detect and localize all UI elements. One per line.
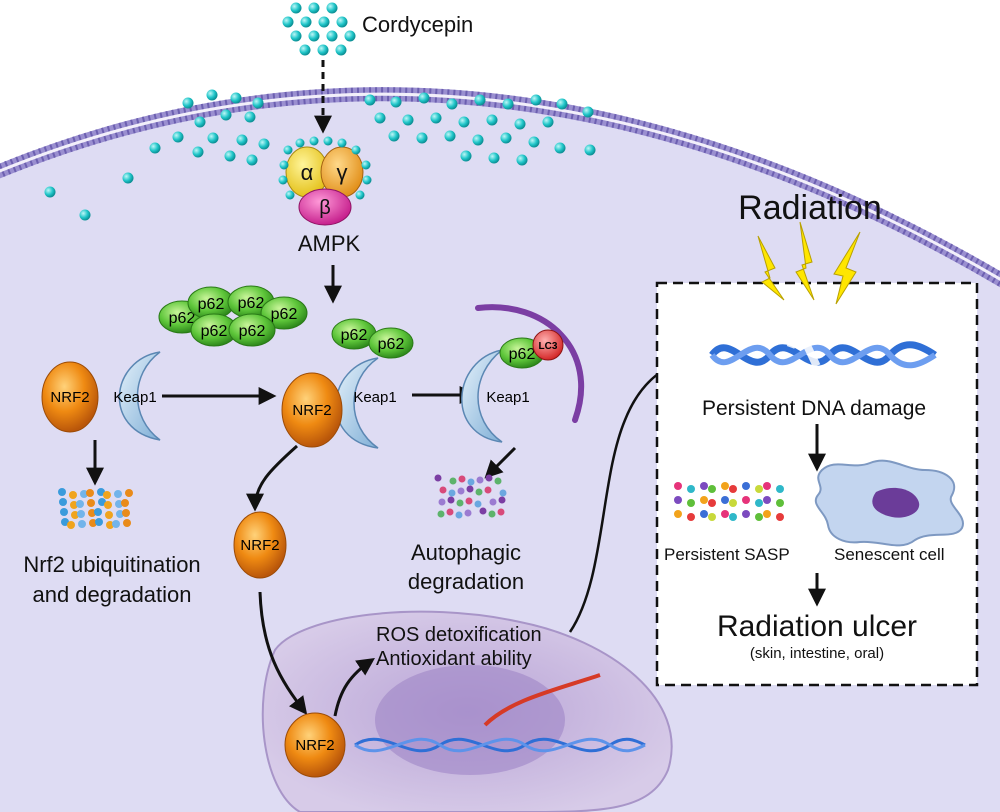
autophagic-fragments: [434, 474, 507, 519]
nrf2-to-nucleus-arrow: [258, 591, 308, 715]
ampk-label: AMPK: [297, 231, 361, 256]
svg-text:p62: p62: [239, 323, 266, 340]
nrf2-node-1: [41, 361, 99, 433]
ampk-complex: α γ β: [285, 146, 364, 226]
svg-text:p62: p62: [238, 295, 265, 312]
nrf2-node-2: [281, 372, 343, 448]
nrf2-label-2: NRF2: [292, 402, 331, 419]
membrane-core: [0, 92, 1000, 281]
p62-on-complex2-b: p62: [368, 327, 414, 359]
autophagic-label-line2: degradation: [407, 569, 525, 594]
nucleolus: [375, 665, 565, 775]
ampk-gamma-label: γ: [337, 160, 348, 185]
svg-text:p62: p62: [169, 310, 196, 327]
nrf2-to-ros-arrow: [333, 657, 375, 717]
nuclear-dna-strand-b: [354, 737, 646, 753]
complex3-to-autophagy-arrow: [484, 446, 517, 479]
damaged-dna: [709, 326, 937, 377]
svg-text:p62: p62: [341, 327, 368, 344]
nrf2-label-4: NRF2: [295, 737, 334, 754]
nrf2-label-1: NRF2: [50, 389, 89, 406]
autophagosome-membrane: [475, 304, 584, 423]
nrf2-nuclear: [284, 712, 346, 778]
keap1-label-1: Keap1: [113, 389, 156, 406]
svg-text:p62: p62: [271, 306, 298, 323]
ampk-bound-cordycepin: [278, 136, 372, 200]
ampk-beta-label: β: [319, 197, 331, 219]
svg-text:p62: p62: [198, 296, 225, 313]
sasp-particles: [674, 482, 784, 521]
radiation-lightning: [757, 221, 861, 305]
radiation-label: Radiation: [738, 189, 882, 227]
ulcer-sites-label: (skin, intestine, oral): [749, 645, 885, 662]
p62-cluster: p62 p62 p62 p62 p62 p62: [158, 285, 308, 347]
keap1-label-3: Keap1: [486, 389, 529, 406]
keap1-shape-2: [335, 357, 379, 449]
nuclear-dna-strand-a: [354, 737, 646, 753]
lc3-node: [532, 329, 564, 361]
ubiquitination-label-line2: and degradation: [32, 582, 192, 607]
ubiquitination-label-line1: Nrf2 ubiquitination: [23, 552, 201, 577]
keap1-shape-3: [461, 349, 503, 443]
senescent-nucleus: [872, 487, 920, 518]
keap1-label-2: Keap1: [353, 389, 396, 406]
ros-label-line2: Antioxidant ability: [376, 648, 532, 670]
dna-damage-label: Persistent DNA damage: [701, 397, 927, 420]
svg-text:p62: p62: [509, 346, 536, 363]
ampk-alpha-label: α: [301, 160, 314, 185]
senescent-label: Senescent cell: [834, 545, 945, 564]
nrf2-free: [233, 511, 287, 579]
autophagic-label-line1: Autophagic: [410, 540, 522, 565]
ubiquitin-cluster: [58, 488, 133, 529]
sasp-label: Persistent SASP: [664, 545, 790, 564]
keap1-shape-1: [118, 351, 161, 441]
svg-text:p62: p62: [201, 323, 228, 340]
nrf2-release-arrow: [246, 444, 298, 512]
cordycepin-label: Cordycepin: [362, 12, 474, 37]
ulcer-label: Radiation ulcer: [716, 610, 918, 643]
svg-text:p62: p62: [378, 336, 405, 353]
ros-label-line1: ROS detoxification: [376, 624, 542, 646]
lc3-label: LC3: [539, 341, 558, 352]
mrna-transcript: [483, 673, 601, 727]
p62-on-complex2-a: p62: [331, 318, 377, 350]
cordycepin-molecules: [44, 2, 596, 221]
nrf2-label-3: NRF2: [240, 537, 279, 554]
